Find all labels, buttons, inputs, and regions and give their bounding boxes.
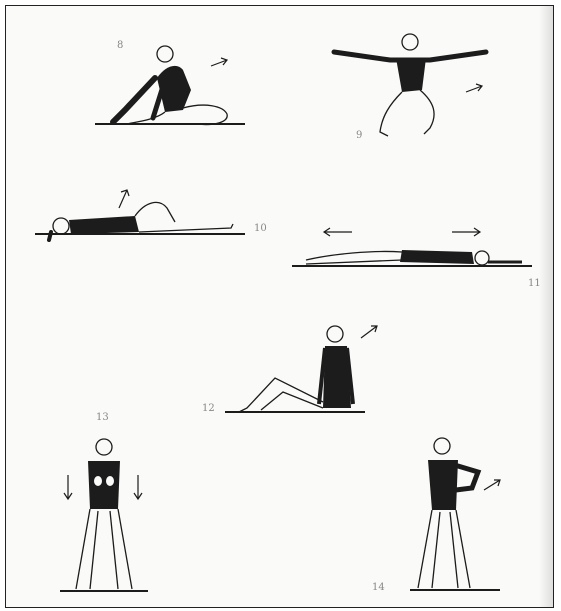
- scan-edge-shadow: [539, 6, 553, 607]
- figure-10: [35, 180, 250, 250]
- figure-14-label: 14: [372, 582, 385, 593]
- figure-10-label: 10: [254, 223, 267, 234]
- figure-12: [225, 318, 385, 418]
- figure-11-label: 11: [528, 278, 541, 289]
- figure-14: [410, 430, 510, 595]
- figure-14-drawing: [410, 430, 510, 595]
- figure-8: [95, 40, 255, 135]
- figure-13-drawing: [60, 425, 150, 595]
- figure-8-drawing: [95, 40, 255, 135]
- figure-11: [292, 222, 537, 272]
- figure-13-label: 13: [96, 412, 109, 423]
- figure-9-label: 9: [356, 130, 362, 141]
- figure-11-drawing: [292, 222, 537, 272]
- figure-10-drawing: [35, 180, 250, 250]
- figure-12-label: 12: [202, 403, 215, 414]
- figure-13: [60, 425, 150, 595]
- figure-12-drawing: [225, 318, 385, 418]
- figure-8-label: 8: [117, 40, 123, 51]
